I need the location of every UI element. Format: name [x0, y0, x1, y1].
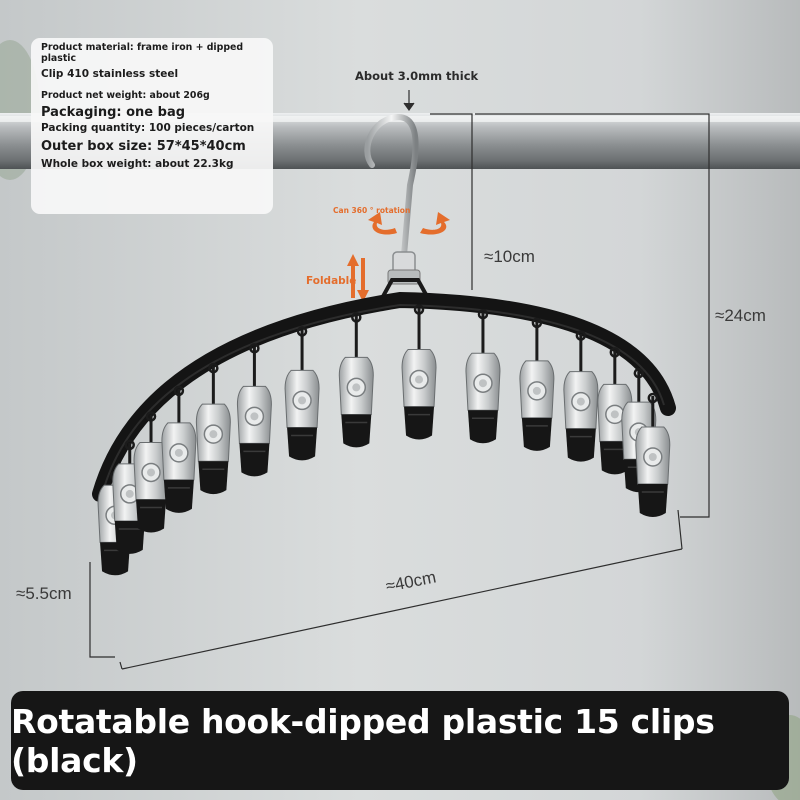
spec-outer-box: Outer box size: 57*45*40cm [41, 138, 246, 154]
spec-clip: Clip 410 stainless steel [41, 68, 179, 81]
hanger-frame [92, 291, 676, 502]
spec-packing-quantity: Packing quantity: 100 pieces/carton [41, 121, 255, 134]
rotation-arrows-icon [368, 212, 450, 235]
clip [563, 330, 599, 462]
clip [465, 308, 501, 444]
clip [284, 326, 320, 461]
spec-packaging: Packaging: one bag [41, 105, 186, 121]
caption-text: Rotatable hook-dipped plastic 15 clips (… [11, 701, 715, 780]
hook-height-label: ≈10cm [484, 247, 535, 266]
spec-net-weight: Product net weight: about 206g [41, 89, 210, 101]
clip [161, 385, 197, 513]
spec-material: Product material: frame iron + dipped pl… [41, 42, 244, 64]
rotating-hook [364, 113, 431, 301]
rotation-label: Can 360 ° rotation [333, 206, 411, 215]
clip [519, 317, 555, 451]
clip [401, 304, 437, 440]
foldable-label: Foldable [306, 275, 357, 287]
foldable-arrows-icon [347, 254, 369, 302]
clip [133, 411, 169, 533]
clips-group [97, 304, 671, 576]
clip [236, 343, 272, 477]
total-height-label: ≈24cm [715, 306, 766, 325]
clip [195, 362, 231, 495]
caption-bar: Rotatable hook-dipped plastic 15 clips (… [11, 691, 789, 790]
spec-card: Product material: frame iron + dipped pl… [31, 38, 273, 214]
clip [338, 312, 374, 448]
clip [635, 392, 671, 517]
dimension-lines [89, 90, 710, 670]
clip-height-label: ≈5.5cm [16, 584, 72, 603]
thickness-label: About 3.0mm thick [355, 69, 479, 83]
spec-box-weight: Whole box weight: about 22.3kg [41, 158, 234, 171]
